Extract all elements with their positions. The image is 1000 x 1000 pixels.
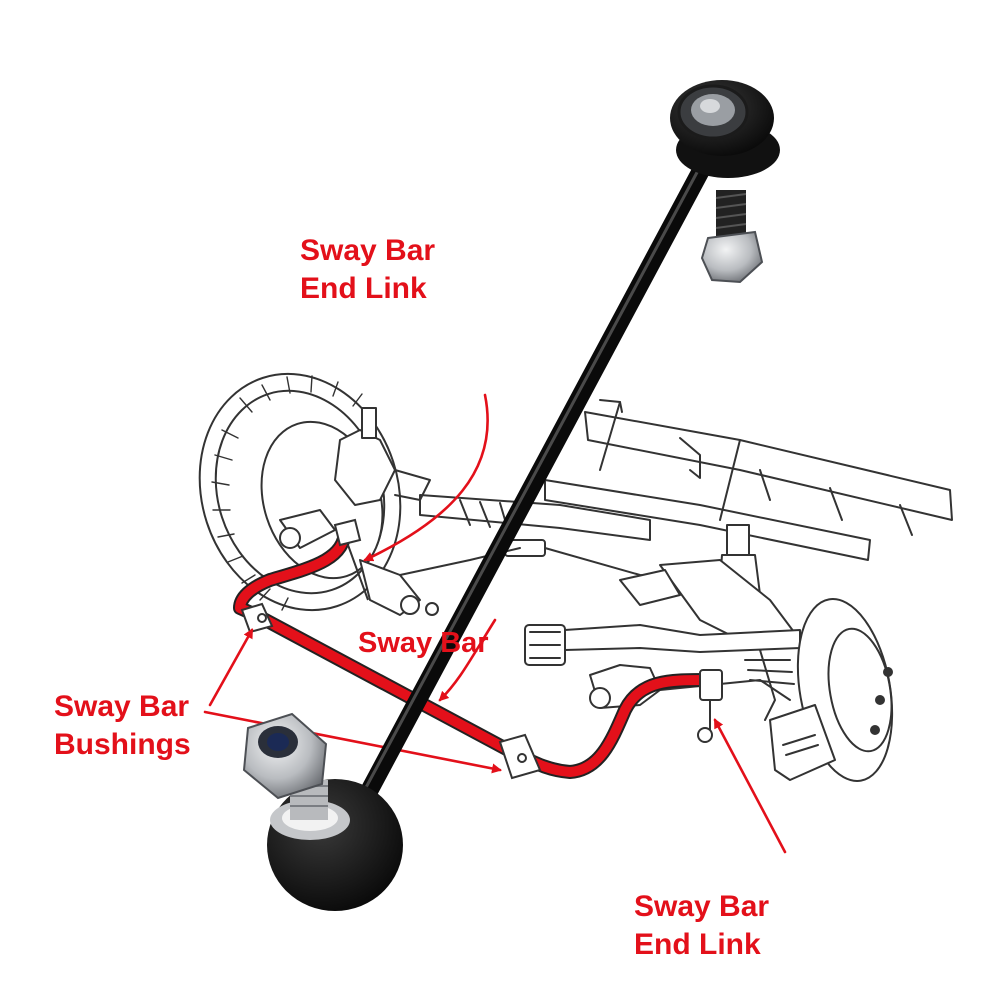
label-sway-bar: Sway Bar [358, 624, 489, 662]
left-knuckle [279, 407, 521, 616]
label-line: End Link [634, 928, 761, 961]
label-line: Sway Bar [358, 627, 489, 659]
label-line: Bushings [54, 728, 191, 761]
chassis-line-art [198, 372, 953, 782]
top-ball-joint [670, 80, 780, 284]
leader-end-link-bottom [713, 718, 787, 854]
leader-bushing-left [208, 628, 254, 707]
end-link-left-small [333, 518, 369, 601]
leader-end-link-top [363, 393, 489, 562]
frame-rails [544, 399, 953, 561]
bottom-ball-joint [242, 712, 403, 911]
end-link-part-photo [242, 80, 780, 911]
bushing-brackets [240, 602, 542, 780]
label-line: Sway Bar [54, 690, 190, 723]
right-brake [769, 598, 894, 782]
end-link-right-small [697, 669, 723, 743]
leader-bushing-right [203, 710, 502, 774]
label-line: Sway Bar [300, 234, 436, 267]
label-sway-bar-end-link-top: Sway Bar End Link [300, 232, 435, 308]
label-line: End Link [300, 272, 427, 305]
label-line: Sway Bar [634, 890, 770, 923]
leader-sway-bar [438, 618, 497, 702]
label-sway-bar-end-link-bottom: Sway Bar End Link [634, 888, 769, 964]
label-sway-bar-bushings: Sway Bar Bushings [54, 688, 191, 764]
callout-leaders [203, 393, 787, 854]
